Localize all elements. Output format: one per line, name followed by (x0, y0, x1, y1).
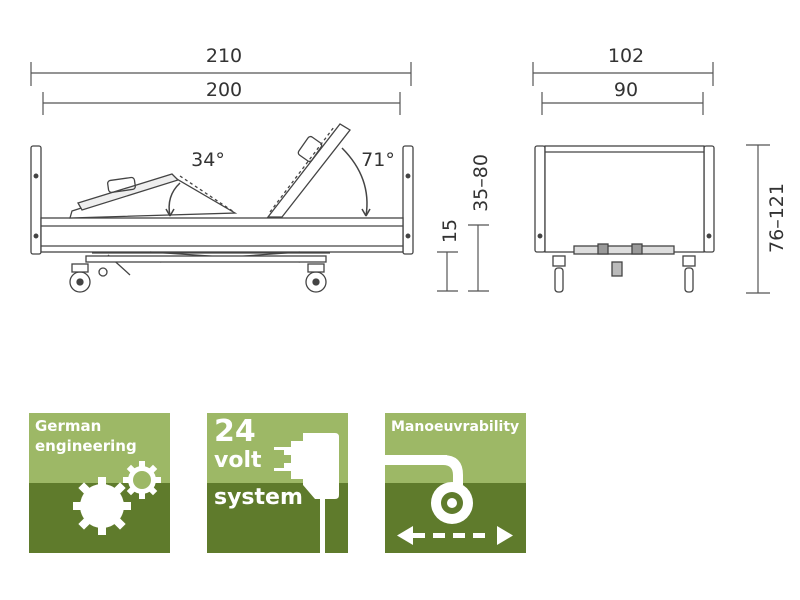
dim-line-overall-length (30, 62, 412, 86)
badge-german-line1: German (35, 417, 102, 435)
label-deck-thickness: 15 (439, 219, 461, 243)
bed-front-view (534, 145, 715, 293)
badge-manoeuvrability-label: Manoeuvrability (391, 419, 520, 435)
badge-manoeuvrability: Manoeuvrability (385, 413, 526, 553)
dim-line-overall-height (746, 144, 770, 294)
dim-line-height-range (468, 224, 489, 292)
label-backrest-angle: 71° (361, 149, 395, 171)
label-height-range: 35–80 (470, 154, 492, 212)
label-overall-width: 102 (608, 45, 644, 67)
dim-line-mattress-width (541, 92, 704, 115)
badge-24-volt-system: 24 volt system (207, 413, 348, 553)
label-mattress-width: 90 (614, 79, 638, 101)
label-legrest-angle: 34° (191, 149, 225, 171)
dim-line-overall-width (532, 62, 714, 86)
bed-side-view (30, 123, 414, 293)
power-adapter-icon (274, 433, 339, 553)
caster-wheel-icon (385, 455, 513, 545)
label-mattress-length: 200 (206, 79, 242, 101)
angle-arcs (165, 147, 371, 217)
badge-german-line2: engineering (35, 437, 137, 455)
badge-voltage-unit: volt (214, 448, 262, 473)
dim-line-mattress-length (42, 92, 401, 115)
badge-voltage-system: system (214, 485, 303, 510)
badge-voltage-number: 24 (214, 414, 256, 449)
badge-german-engineering: German engineering (29, 413, 170, 553)
dim-line-deck-thickness (437, 251, 458, 292)
label-overall-length: 210 (206, 45, 242, 67)
label-overall-height-range: 76–121 (766, 183, 788, 253)
gears-icon (73, 461, 161, 535)
